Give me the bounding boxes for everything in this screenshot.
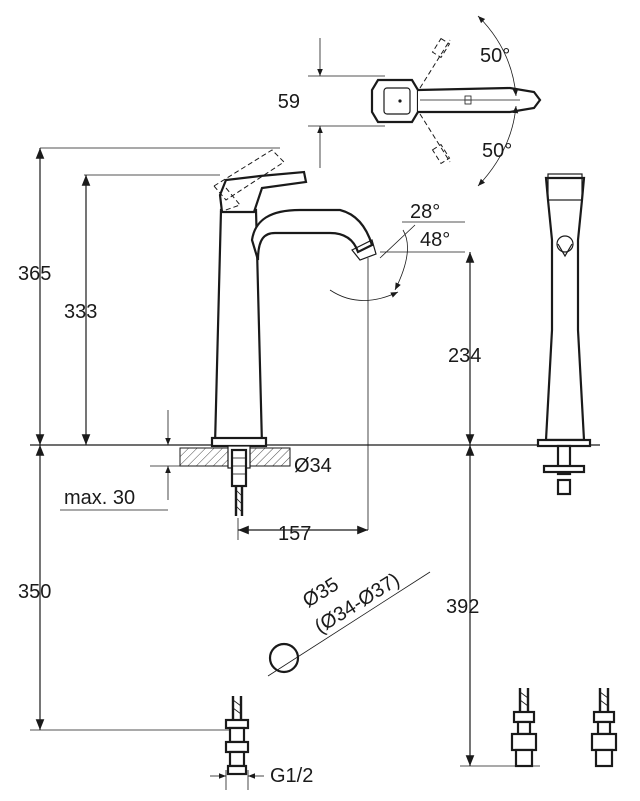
front-view <box>536 173 592 496</box>
thread-label: G1/2 <box>270 765 313 787</box>
hole-diameter-label: Ø34 <box>294 455 332 477</box>
handle-angle-front-label: 50° <box>482 140 512 162</box>
swivel-angle-2-label: 48° <box>420 229 450 251</box>
handle-angle-rear-label: 50° <box>480 45 510 67</box>
hose-connector-1 <box>510 688 538 768</box>
supply-connector <box>224 696 250 776</box>
swivel-angle-1-label: 28° <box>410 201 440 223</box>
below-counter-label: 350 <box>18 581 51 603</box>
projection-label: 157 <box>278 523 311 545</box>
hose-length-label: 392 <box>446 596 479 618</box>
top-depth-label: 59 <box>278 91 300 113</box>
top-view: 59 50° 50° <box>278 15 542 187</box>
total-height-label: 365 <box>18 263 51 285</box>
outlet-height-label: 234 <box>448 345 481 367</box>
side-view: 365 333 28° 48° 234 <box>18 147 600 545</box>
spout-height-label: 333 <box>64 301 97 323</box>
max-counter-label: max. 30 <box>64 487 135 509</box>
hose-connector-2 <box>590 688 618 768</box>
